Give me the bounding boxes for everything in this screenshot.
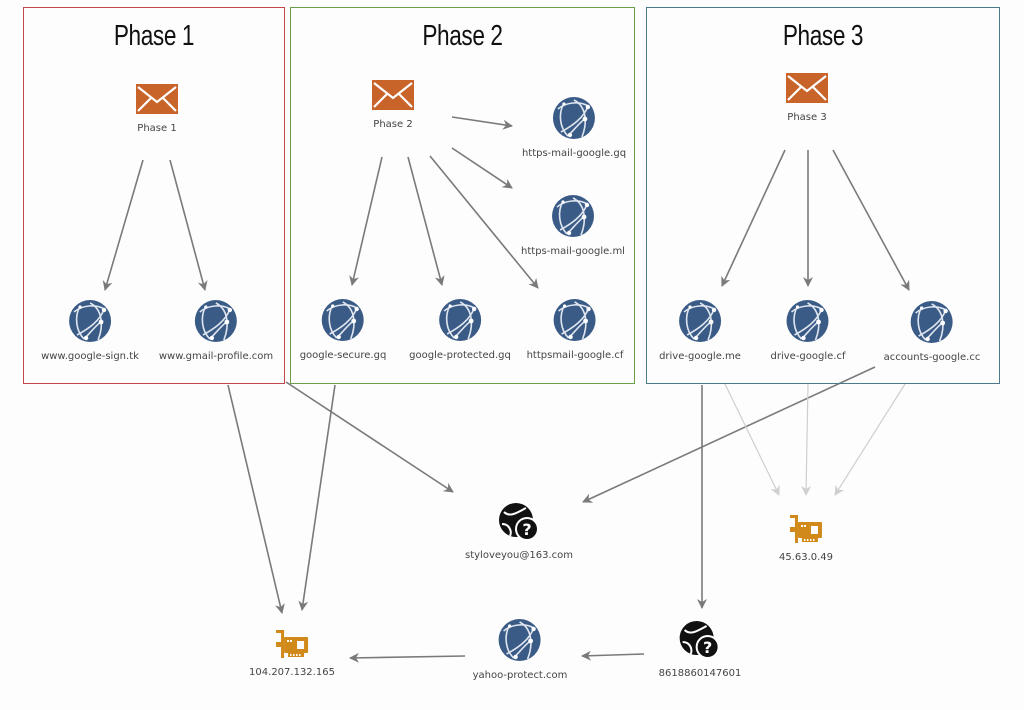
node-label: Phase 2 (373, 119, 413, 130)
node-label: httpsmail-google.cf (526, 350, 624, 361)
domain-node[interactable]: www.gmail-profile.com (159, 299, 273, 362)
edge-d_yahoo-to-ip_104 (349, 652, 466, 663)
envelope-icon (785, 72, 829, 108)
globe-icon (771, 299, 846, 347)
globe-icon (41, 299, 139, 347)
envelope-icon (371, 79, 415, 115)
edge-email2-to-d_httpsmail_cf (429, 155, 539, 289)
unknown-node[interactable]: ? styloveyou@163.com (465, 502, 573, 561)
domain-node[interactable]: google-protected.gq (409, 298, 511, 361)
globe-icon (527, 298, 624, 346)
edge-email3-to-d_drive_me (721, 149, 786, 287)
edge-d_drive_cf-to-ip_45 (801, 383, 812, 496)
phase-1-title: Phase 1 (113, 20, 195, 52)
edge-d_google_secure-to-ip_104 (298, 384, 336, 611)
node-label: https-mail-google.gq (521, 148, 627, 159)
globe-icon (522, 96, 626, 144)
node-label: 8618860147601 (658, 668, 742, 679)
node-label: accounts-google.cc (883, 352, 981, 363)
edge-u_phone-to-d_yahoo (581, 650, 645, 661)
node-label: google-secure.gq (299, 350, 387, 361)
network-card-icon (779, 514, 833, 548)
globe-icon (884, 300, 981, 348)
node-label: www.google-sign.tk (41, 351, 139, 362)
node-label: 104.207.132.165 (249, 667, 335, 678)
domain-node[interactable]: https-mail-google.ml (521, 194, 625, 257)
node-label: drive-google.me (659, 351, 741, 362)
email-node-phase-1[interactable]: Phase 1 (135, 83, 179, 134)
node-label: styloveyou@163.com (464, 550, 574, 561)
unknown-node[interactable]: ? 8618860147601 (658, 620, 742, 679)
globe-icon (159, 299, 273, 347)
ip-node[interactable]: 104.207.132.165 (249, 629, 335, 678)
phase-1-group: Phase 1 (23, 7, 285, 384)
email-node-phase-3[interactable]: Phase 3 (785, 72, 829, 123)
ip-node[interactable]: 45.63.0.49 (779, 514, 833, 563)
edge-d_gmail_profile-to-ip_104 (227, 384, 285, 614)
network-card-icon (249, 629, 335, 663)
domain-node[interactable]: https-mail-google.gq (522, 96, 626, 159)
edge-email2-to-d_https_gq (451, 116, 513, 130)
node-label: drive-google.cf (770, 351, 846, 362)
node-label: Phase 1 (137, 123, 177, 134)
node-label: www.gmail-profile.com (158, 351, 274, 362)
edge-d_accounts_cc-to-ip_45 (834, 383, 906, 496)
globe-icon (409, 298, 511, 346)
globe-icon (659, 299, 741, 347)
node-label: 45.63.0.49 (778, 552, 834, 563)
domain-node[interactable]: accounts-google.cc (883, 300, 981, 363)
unknown-globe-icon: ? (465, 502, 573, 546)
phase-3-title: Phase 3 (782, 20, 864, 52)
domain-node[interactable]: drive-google.cf (770, 299, 846, 362)
email-node-phase-2[interactable]: Phase 2 (371, 79, 415, 130)
edge-email3-to-d_accounts_cc (832, 149, 910, 291)
edge-email2-to-d_google_protected (407, 156, 445, 286)
phase-2-group: Phase 2 (290, 7, 635, 384)
edge-d_drive_me-to-ip_45 (724, 383, 780, 496)
edge-email2-to-d_google_secure (349, 156, 383, 286)
edge-email1-to-d_google_sign (102, 159, 144, 291)
domain-node[interactable]: www.google-sign.tk (41, 299, 139, 362)
node-label: Phase 3 (787, 112, 827, 123)
domain-node[interactable]: httpsmail-google.cf (526, 298, 624, 361)
unknown-globe-icon: ? (659, 620, 742, 664)
edge-phase1-to-u_styloveyou (285, 381, 454, 493)
phase-3-group: Phase 3 (646, 7, 1000, 384)
phase-2-title: Phase 2 (422, 20, 503, 52)
globe-icon (521, 194, 625, 242)
domain-node[interactable]: google-secure.gq (299, 298, 387, 361)
globe-icon (473, 618, 568, 666)
svg-text:?: ? (703, 638, 712, 657)
edge-d_accounts_cc-to-u_styloveyou (582, 366, 876, 503)
edge-email2-to-d_https_ml (451, 147, 513, 189)
node-label: google-protected.gq (409, 350, 511, 361)
edge-email1-to-d_gmail_profile (169, 159, 208, 291)
svg-text:?: ? (522, 520, 531, 539)
globe-icon (300, 298, 387, 346)
envelope-icon (135, 83, 179, 119)
domain-node[interactable]: yahoo-protect.com (472, 618, 568, 681)
node-label: https-mail-google.ml (521, 246, 625, 257)
domain-node[interactable]: drive-google.me (659, 299, 741, 362)
node-label: yahoo-protect.com (472, 670, 568, 681)
